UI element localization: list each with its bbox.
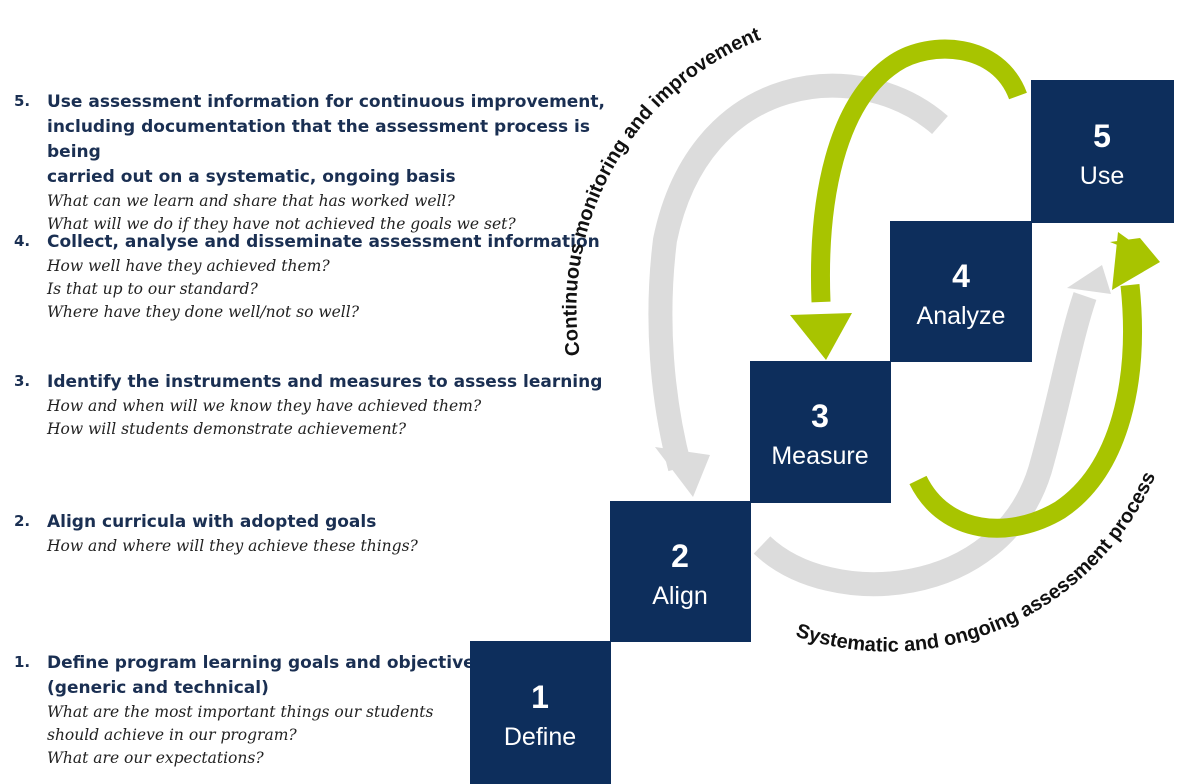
box-number: 4 (952, 258, 970, 294)
step-number: 5. (14, 92, 31, 110)
step-title-line: Align curricula with adopted goals (47, 512, 377, 532)
green-arrowhead-down (790, 313, 852, 360)
step-question: How and where will they achieve these th… (47, 537, 418, 555)
step-title-line: (generic and technical) (47, 678, 269, 698)
step-title-line: carried out on a systematic, ongoing bas… (47, 167, 456, 187)
step-question: What are the most important things our s… (47, 703, 434, 721)
green-arrow-right (909, 284, 1142, 538)
step-question: What will we do if they have not achieve… (47, 215, 516, 233)
step-question: How and when will we know they have achi… (47, 397, 482, 415)
step-question: How well have they achieved them? (47, 257, 330, 275)
step-title-line: Identify the instruments and measures to… (47, 372, 603, 392)
box-5-use: 5 Use (1031, 80, 1174, 223)
box-4-analyze: 4 Analyze (890, 221, 1032, 362)
box-2-align: 2 Align (610, 501, 751, 642)
steps-list: 5. Use assessment information for contin… (0, 90, 640, 770)
green-arrow-left (811, 39, 1027, 303)
box-label: Use (1080, 162, 1124, 190)
step-question: Where have they done well/not so well? (47, 303, 360, 321)
step-question: should achieve in our program? (47, 726, 297, 744)
step-number: 3. (14, 372, 31, 390)
gray-arrowhead-down (655, 447, 710, 497)
box-label: Analyze (917, 302, 1006, 330)
gray-arrow-right (753, 292, 1097, 597)
step-title-line: Define program learning goals and object… (47, 653, 485, 673)
step-number: 2. (14, 512, 31, 530)
box-label: Align (652, 582, 708, 610)
step-question: What are our expectations? (47, 749, 264, 767)
step-question: What can we learn and share that has wor… (47, 192, 455, 210)
box-number: 3 (811, 398, 829, 434)
green-arrowhead-up-body (1112, 232, 1160, 290)
step-title-line: including documentation that the assessm… (47, 117, 590, 162)
step-number: 4. (14, 232, 31, 250)
step-item-2: 2. Align curricula with adopted goals Ho… (0, 510, 640, 558)
step-title-line: Collect, analyse and disseminate assessm… (47, 232, 600, 252)
box-number: 5 (1093, 118, 1111, 154)
gray-arrowhead-up (1067, 265, 1111, 294)
step-title-line: Use assessment information for continuou… (47, 92, 605, 112)
step-question: How will students demonstrate achievemen… (47, 420, 407, 438)
box-label: Define (504, 723, 576, 751)
step-item-3: 3. Identify the instruments and measures… (0, 370, 640, 441)
step-question: Is that up to our standard? (47, 280, 258, 298)
step-item-5: 5. Use assessment information for contin… (0, 90, 640, 236)
box-number: 1 (531, 679, 549, 715)
box-1-define: 1 Define (470, 641, 611, 784)
step-item-1: 1. Define program learning goals and obj… (0, 651, 640, 770)
box-3-measure: 3 Measure (750, 361, 891, 503)
step-item-4: 4. Collect, analyse and disseminate asse… (0, 230, 640, 324)
box-label: Measure (771, 442, 868, 470)
box-number: 2 (671, 538, 689, 574)
green-cycle-arrows (790, 39, 1160, 538)
step-number: 1. (14, 653, 31, 671)
